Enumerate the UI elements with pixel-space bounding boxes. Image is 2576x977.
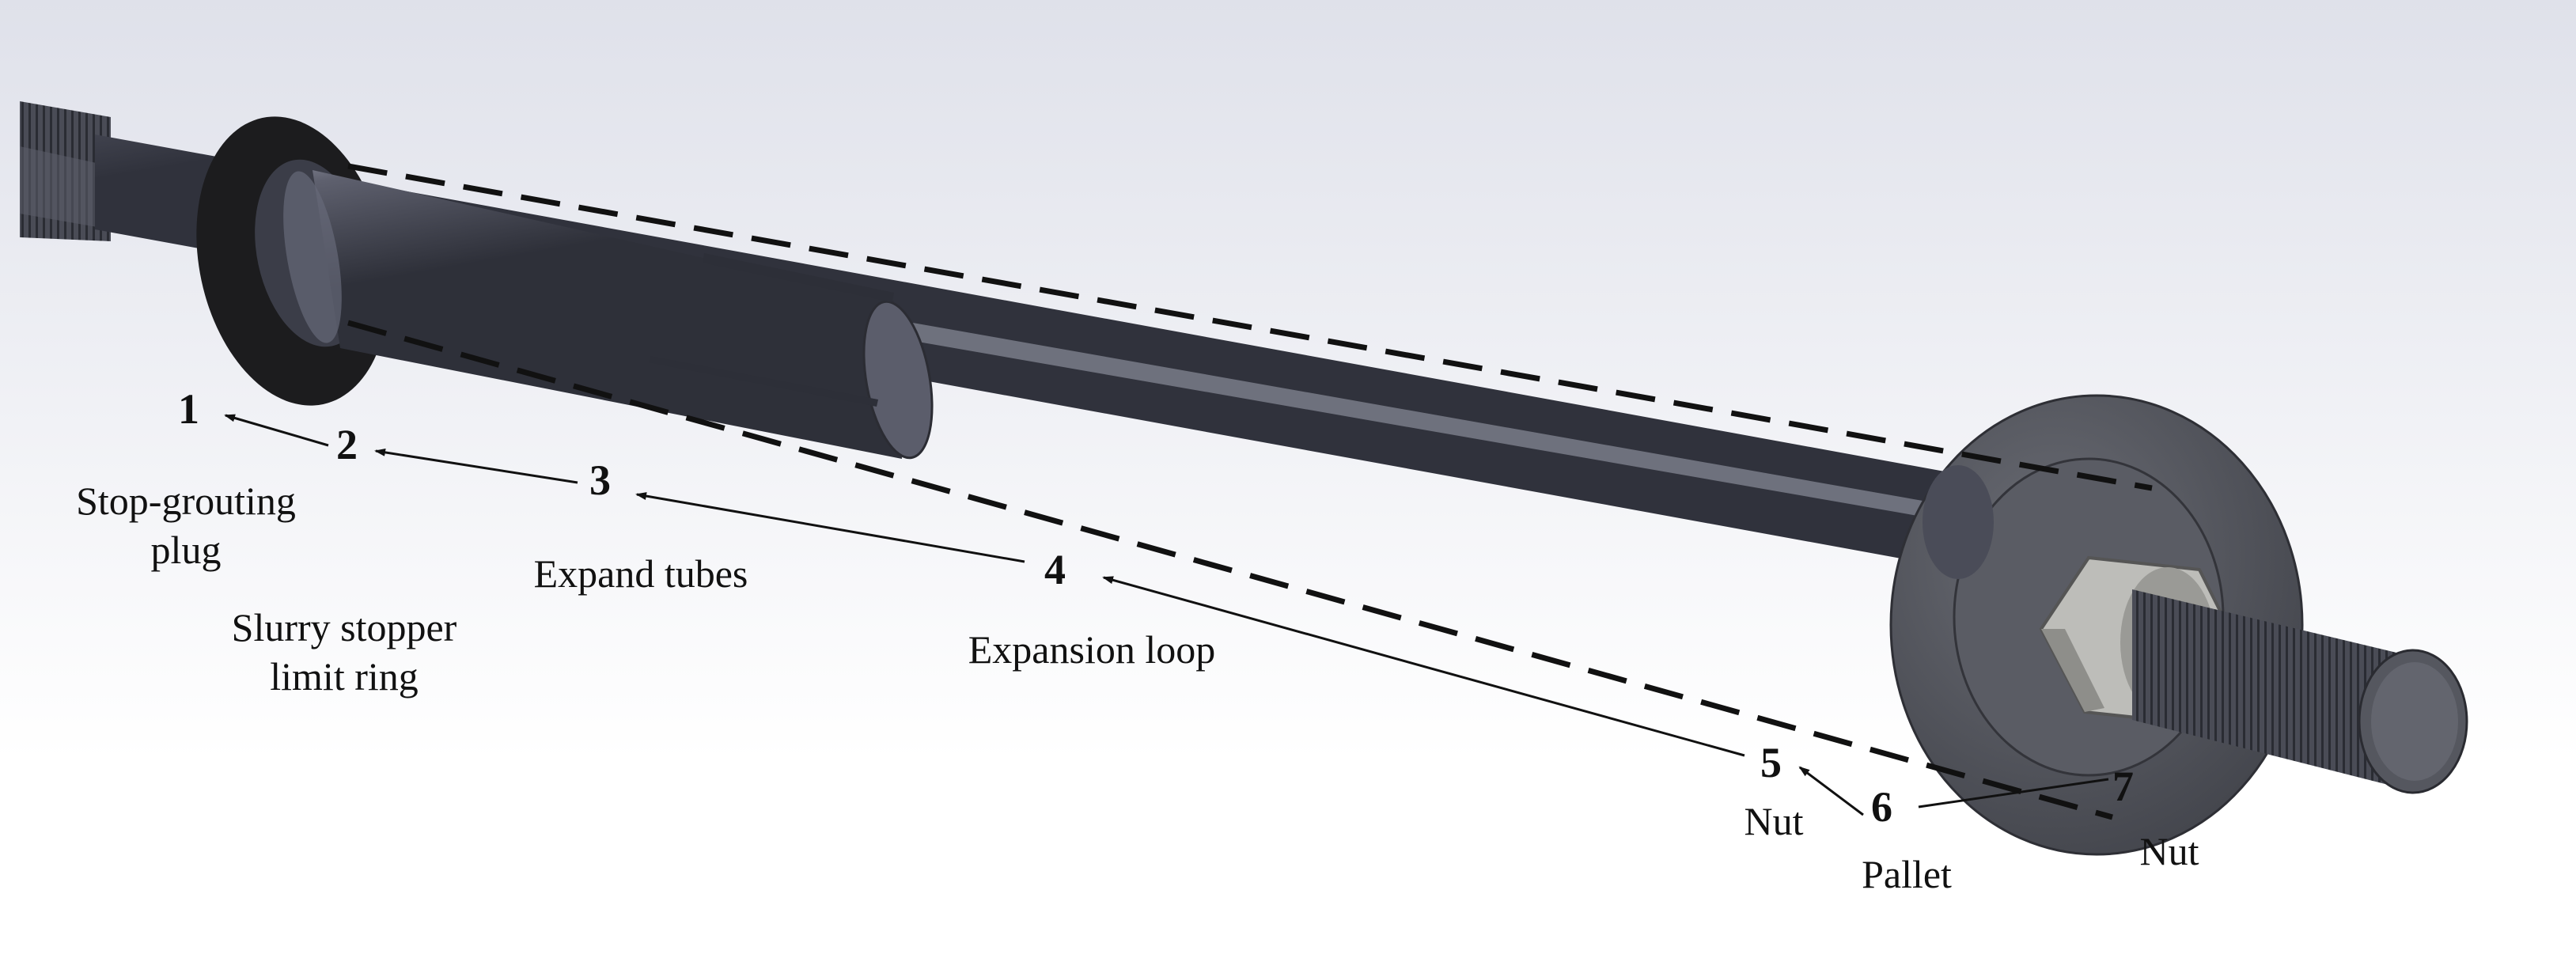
borehole-outline [347, 163, 2153, 820]
callout-number-4: 4 [1044, 546, 1066, 593]
right-thread-icon [2132, 589, 2468, 794]
leader-arrows [224, 414, 2109, 816]
leader-6-to-5 [1798, 766, 1864, 816]
callout-number-1: 1 [178, 385, 199, 433]
callout-label-6: Pallet [1862, 852, 1952, 896]
callout-label-7: Nut [2140, 829, 2199, 873]
callout-number-7: 7 [2112, 763, 2134, 810]
leader-5-to-4 [1102, 576, 1745, 757]
leader-4-to-3 [635, 492, 1025, 563]
leader-3-to-2 [374, 448, 578, 484]
callout-label-4: Expansion loop [968, 627, 1215, 672]
callout-number-5: 5 [1760, 739, 1782, 786]
leader-2-to-1 [224, 414, 329, 447]
callout-number-2: 2 [336, 421, 358, 468]
left-thread-icon [20, 101, 111, 241]
leader-6-to-7 [1918, 778, 2109, 808]
callout-number-6: 6 [1871, 783, 1892, 831]
callout-label-3: Expand tubes [534, 551, 748, 596]
callout-label-5: Nut [1744, 799, 1804, 843]
expand-tube-icon [283, 170, 934, 460]
callout-number-3: 3 [589, 456, 611, 504]
